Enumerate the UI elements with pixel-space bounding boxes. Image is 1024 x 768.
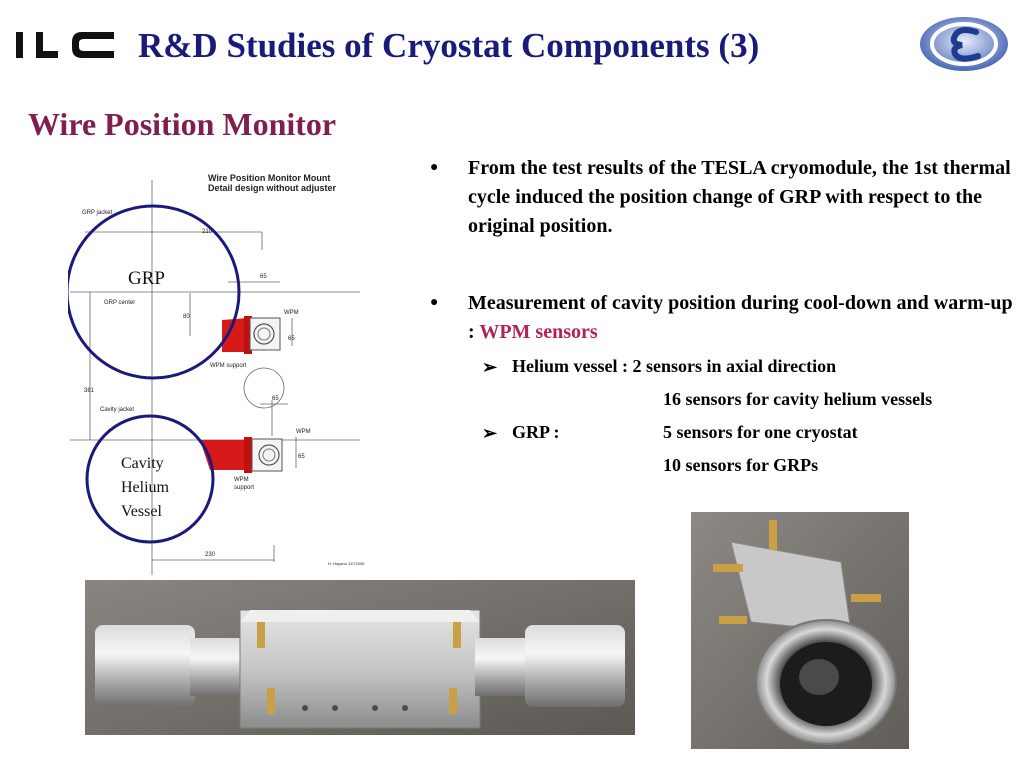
label-wpm-support-2a: WPM [234, 477, 249, 483]
kek-logo [920, 17, 1008, 71]
section-heading: Wire Position Monitor [28, 106, 337, 142]
arrow-bullet-icon: ➢ [482, 357, 498, 377]
dim-65d: 65 [298, 454, 305, 460]
slide-title: R&D Studies of Cryostat Components (3) [138, 26, 760, 65]
sub-item-continuation: 10 sensors for GRPs [663, 455, 819, 475]
dim-65b: 65 [288, 336, 295, 342]
dim-80: 80 [183, 314, 190, 320]
ilc-logo [16, 32, 114, 58]
wpm-sensor-photo-end [691, 512, 909, 749]
sub-item-continuation: 16 sensors for cavity helium vessels [663, 389, 933, 409]
dim-230: 230 [205, 552, 216, 558]
arrow-bullet-icon: ➢ [482, 423, 498, 443]
sub-item-text: Helium vessel : 2 sensors in axial direc… [512, 356, 837, 376]
circle-cavity-label-3: Vessel [121, 503, 162, 520]
dim-381: 381 [84, 388, 95, 394]
drawing-title-2: Detail design without adjuster [208, 183, 337, 193]
sub-item-value: 5 sensors for one cryostat [663, 422, 858, 442]
sub-item-label: GRP : [512, 422, 560, 442]
bullet-dot: ● [430, 295, 439, 310]
dim-65c: 65 [272, 396, 279, 402]
circle-grp-label: GRP [128, 268, 165, 289]
drawing-signature: H. Hayano 11/72005 [328, 561, 365, 566]
label-grp-center: GRP center [104, 300, 135, 306]
dim-210: 210 [202, 229, 213, 235]
wpm-sensor-photo-side [85, 580, 635, 735]
label-wpm-support-2b: support [234, 485, 254, 491]
circle-cavity-label-1: Cavity [121, 455, 164, 472]
label-grp-jacket: GRP jacket [82, 210, 113, 216]
bullet-text-main: Measurement of cavity position during co… [468, 292, 1013, 343]
drawing-title-1: Wire Position Monitor Mount [208, 173, 330, 183]
bullet-text: Measurement of cavity position during co… [468, 289, 1016, 347]
label-wpm-support: WPM support [210, 363, 247, 369]
circle-cavity-label-2: Helium [121, 479, 170, 496]
label-cavity-jacket: Cavity jacket [100, 407, 134, 413]
bullet-dot: ● [430, 160, 439, 175]
dim-65a: 65 [260, 274, 267, 280]
bullet-text: From the test results of the TESLA cryom… [468, 157, 1011, 237]
label-wpm-2: WPM [296, 429, 311, 435]
wpm-sensors-highlight: WPM sensors [479, 321, 598, 343]
wpm-mount-drawing: Wire Position Monitor Mount Detail desig… [68, 173, 365, 575]
label-wpm: WPM [284, 310, 299, 316]
